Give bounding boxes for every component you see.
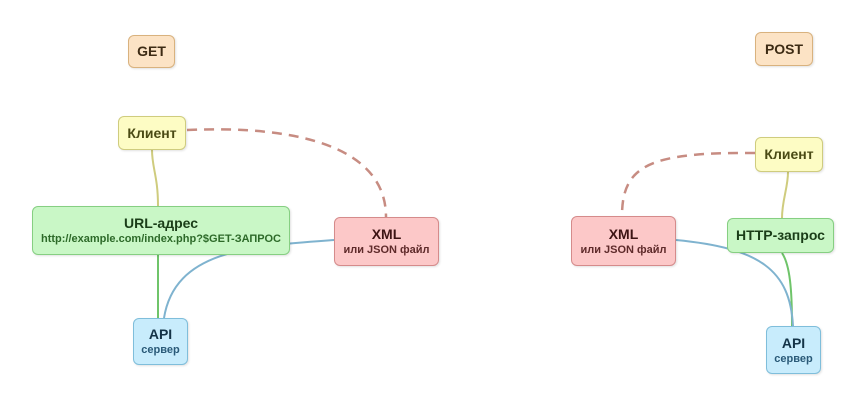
api-node-right-sub: сервер bbox=[774, 352, 813, 365]
link-xml-api-right bbox=[675, 239, 794, 327]
http-request-node-text: HTTP-запрос bbox=[736, 227, 825, 243]
client-node-left: Клиент bbox=[118, 116, 186, 150]
api-node-left: API сервер bbox=[133, 318, 188, 365]
link-client-xml-dashed-left bbox=[186, 128, 388, 218]
url-node-title: URL-адрес bbox=[123, 215, 199, 231]
client-node-right: Клиент bbox=[755, 137, 823, 172]
link-http-api-right bbox=[781, 252, 793, 327]
client-node-right-text: Клиент bbox=[764, 146, 814, 162]
link-xml-api-left bbox=[163, 239, 335, 319]
xml-node-right-title: XML bbox=[608, 225, 639, 242]
link-client-http-right bbox=[781, 171, 789, 219]
xml-node-left-title: XML bbox=[371, 226, 402, 242]
api-node-left-sub: сервер bbox=[141, 344, 180, 356]
get-label-text: GET bbox=[137, 43, 166, 59]
http-request-node: HTTP-запрос bbox=[727, 218, 834, 253]
post-label-text: POST bbox=[764, 40, 804, 57]
api-node-right: API сервер bbox=[766, 326, 821, 374]
client-node-left-text: Клиент bbox=[127, 124, 177, 141]
url-node-sub: http://example.com/index.php?$GET-ЗАПРОС bbox=[40, 233, 282, 245]
link-client-xml-dashed-right bbox=[620, 151, 756, 217]
get-label: GET bbox=[128, 35, 175, 68]
url-node: URL-адрес http://example.com/index.php?$… bbox=[32, 206, 290, 255]
xml-node-left: XML или JSON файл bbox=[334, 217, 439, 266]
post-label: POST bbox=[755, 32, 813, 66]
xml-node-right: XML или JSON файл bbox=[571, 216, 676, 266]
xml-node-right-sub: или JSON файл bbox=[580, 243, 667, 256]
link-client-url-left bbox=[151, 149, 159, 207]
api-node-right-title: API bbox=[781, 334, 806, 351]
xml-node-left-sub: или JSON файл bbox=[343, 244, 430, 256]
api-node-left-title: API bbox=[148, 326, 173, 342]
